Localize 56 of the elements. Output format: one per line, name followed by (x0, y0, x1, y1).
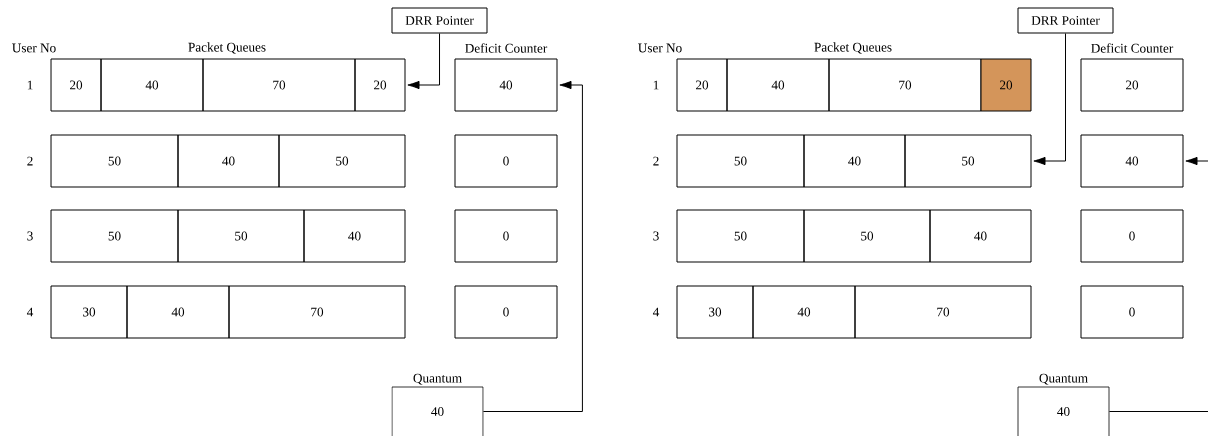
arrow (1033, 33, 1066, 166)
queue-cell: 20 (354, 58, 406, 112)
queue-cell: 40 (752, 285, 856, 339)
column-label: 2 (653, 156, 659, 166)
queue-cell: 50 (676, 134, 805, 188)
column-label: 2 (27, 156, 33, 166)
quantum-box: 40 Quantum (391, 373, 484, 436)
queue-cell: 20 (676, 58, 728, 112)
queue-cell: 20 (50, 58, 102, 112)
queue-cell: 50 (50, 134, 179, 188)
queue-cell: 30 (50, 285, 128, 339)
highlighted-queue-cell: 20 (980, 58, 1032, 112)
queue-cell: 40 (803, 134, 906, 188)
queue-cell: 30 (676, 285, 754, 339)
queue-cell: 40 (726, 58, 830, 112)
queue-cell: 40 (929, 209, 1032, 263)
queue-cell: 70 (854, 285, 1032, 339)
column-label: 4 (26, 307, 34, 317)
arrow (1185, 156, 1208, 166)
queue-cell: 70 (202, 58, 356, 112)
column-label: Deficit Counter (465, 43, 548, 53)
column-label: 4 (652, 307, 660, 317)
arrow (407, 33, 440, 90)
queue-cell: 50 (177, 209, 305, 263)
column-label: User No (12, 43, 56, 53)
counter-box: 0 (454, 134, 558, 188)
column-label: 3 (27, 231, 33, 241)
queue-cell: 40 (100, 58, 204, 112)
counter-box: 40 (1080, 134, 1184, 188)
queue-cell: 40 (303, 209, 406, 263)
column-label: Packet Queues (188, 42, 266, 54)
quantum-box: 40 Quantum (1017, 373, 1110, 436)
counter-box: 0 (454, 285, 558, 339)
queue-cell: 50 (904, 134, 1032, 188)
queue-cell: 50 (50, 209, 179, 263)
column-label: 1 (653, 80, 659, 90)
queue-cell: 50 (803, 209, 931, 263)
queue-cell: 50 (278, 134, 406, 188)
counter-box: 20 (1080, 58, 1184, 112)
pointer-box: DRR Pointer (1017, 7, 1114, 34)
counter-box: 0 (454, 209, 558, 263)
queue-cell: 40 (126, 285, 230, 339)
column-label: Deficit Counter (1091, 43, 1174, 53)
counter-box: 0 (1080, 209, 1184, 263)
queue-cell: 50 (676, 209, 805, 263)
arrow (482, 80, 583, 412)
column-label: 3 (653, 231, 659, 241)
queue-cell: 40 (177, 134, 280, 188)
counter-box: 0 (1080, 285, 1184, 339)
column-label: User No (638, 43, 682, 53)
pointer-box: DRR Pointer (391, 7, 488, 34)
column-label: 1 (27, 80, 33, 90)
queue-cell: 70 (828, 58, 982, 112)
counter-box: 40 (454, 58, 558, 112)
queue-cell: 70 (228, 285, 406, 339)
column-label: Packet Queues (814, 42, 892, 54)
